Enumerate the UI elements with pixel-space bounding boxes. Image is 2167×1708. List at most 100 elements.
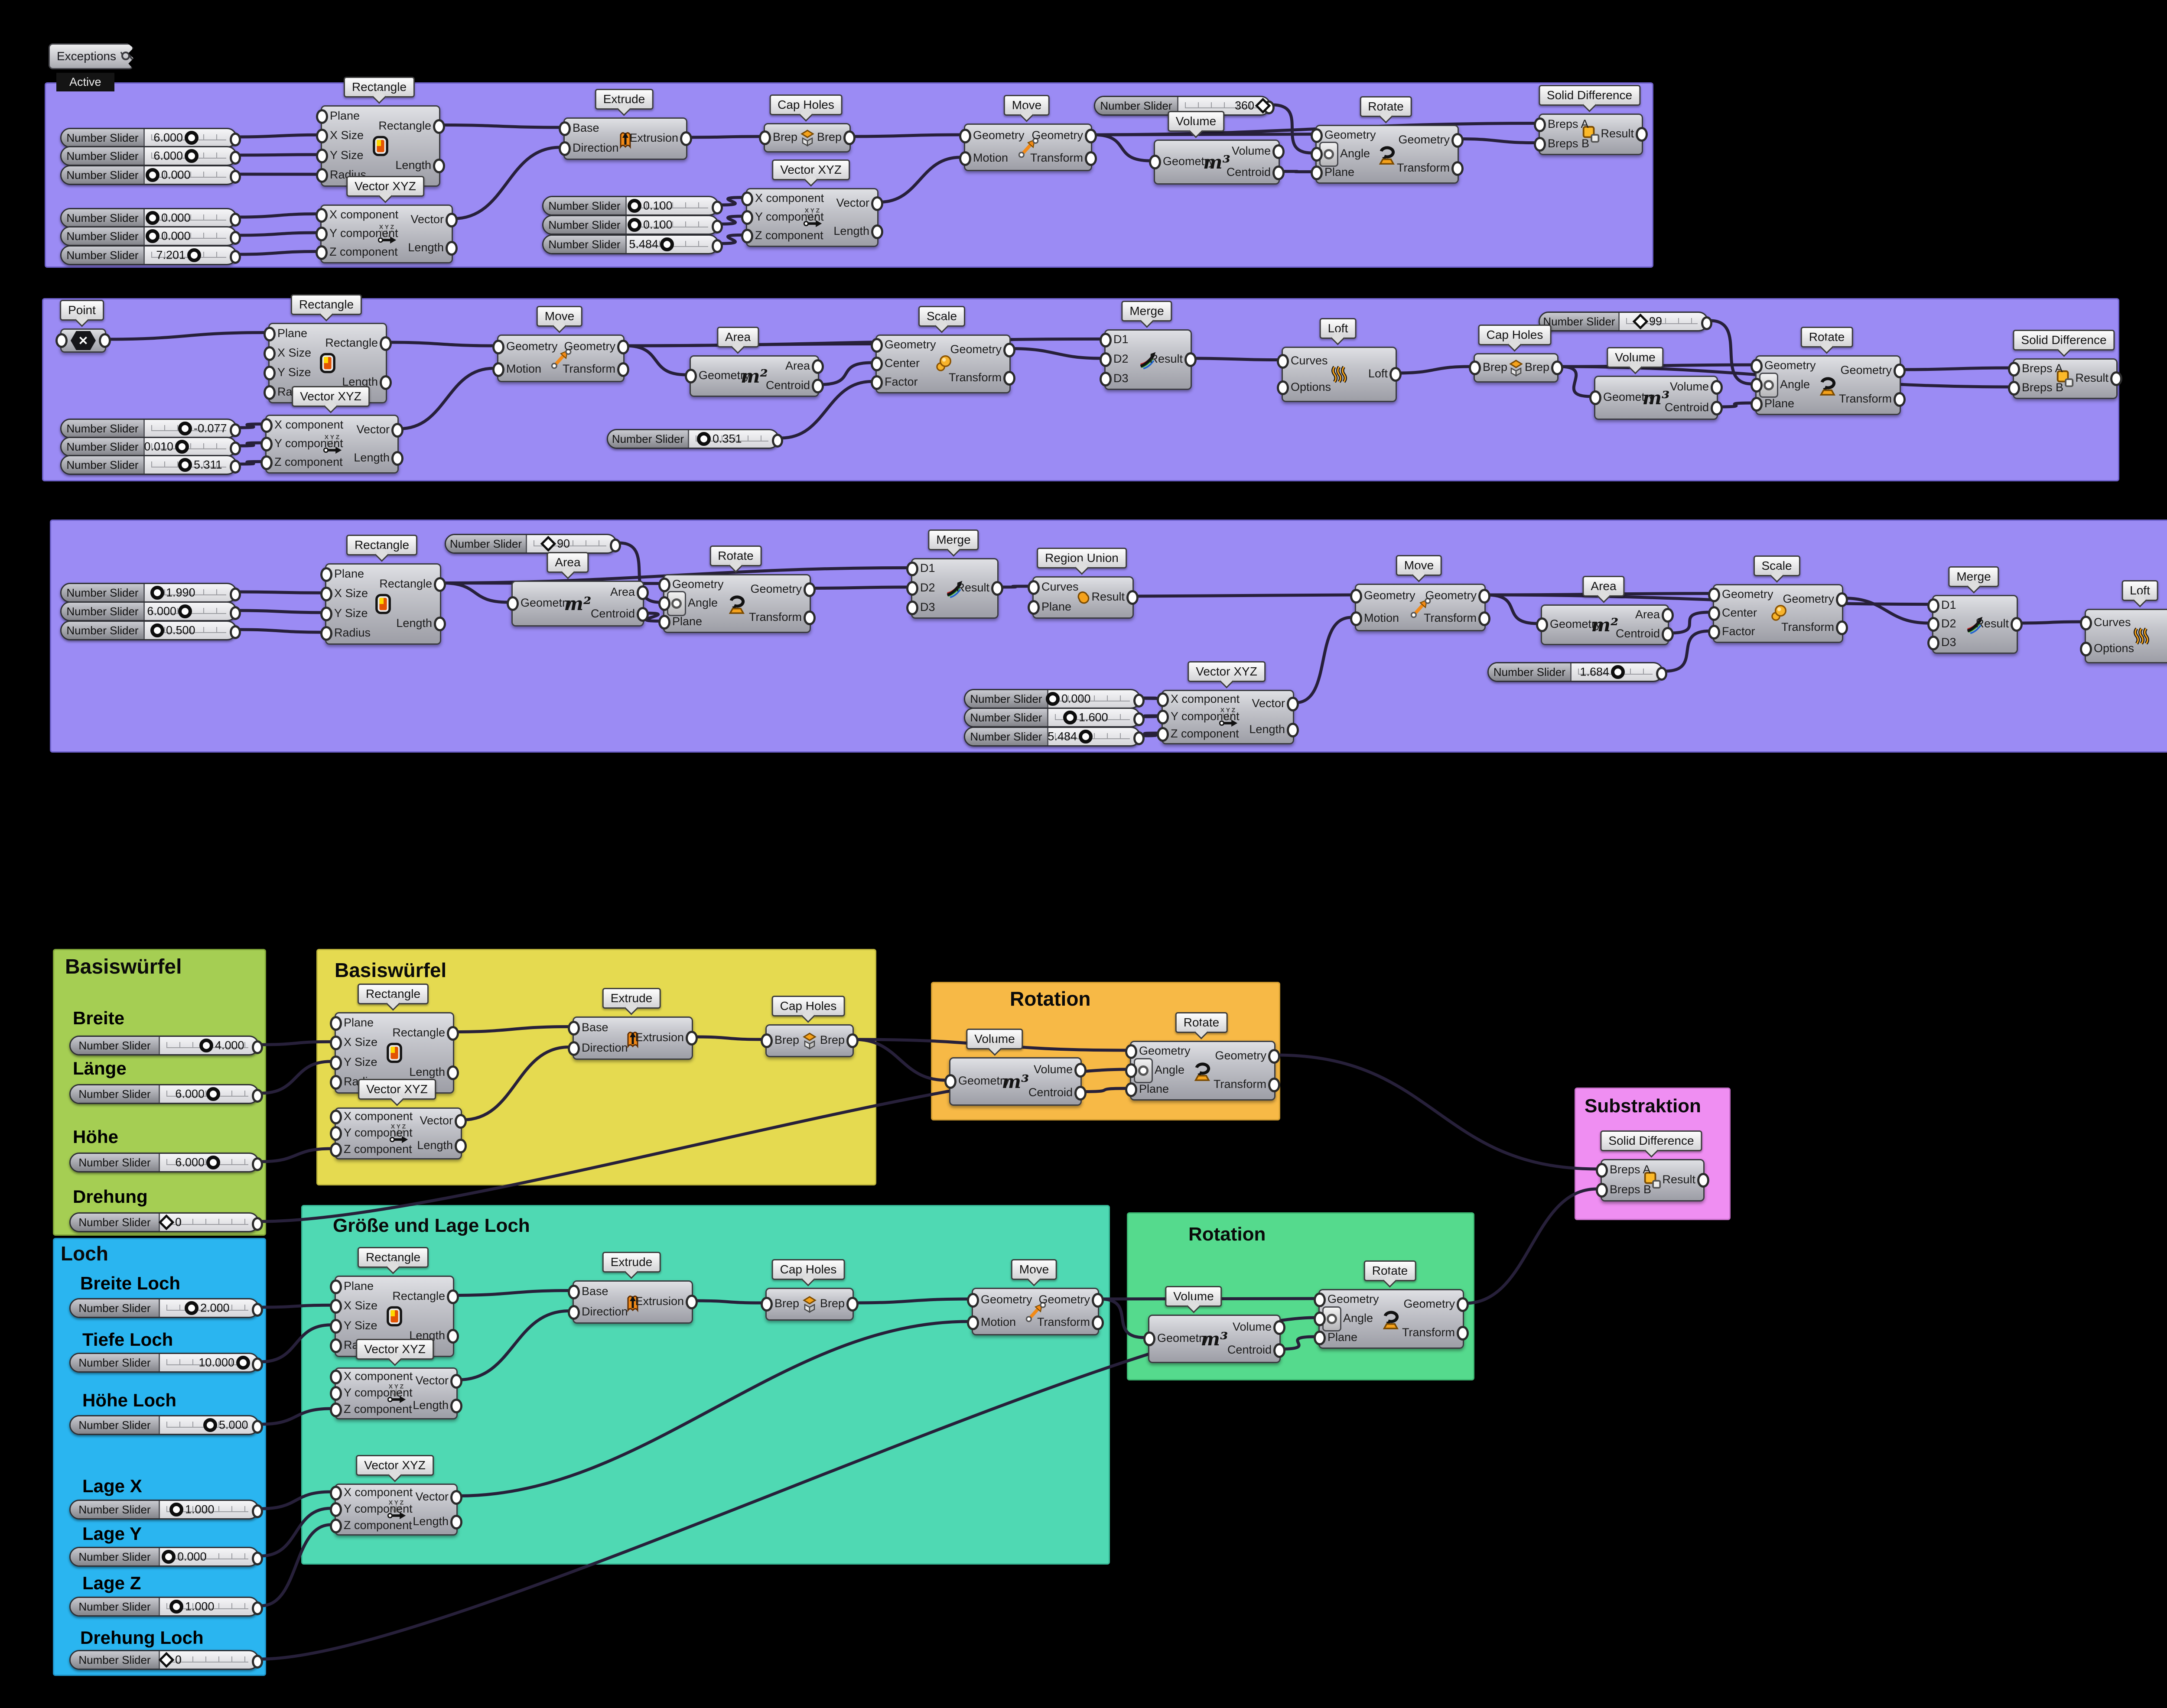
output-port[interactable] [812, 359, 824, 374]
output-port[interactable] [1697, 1173, 1709, 1188]
output-port[interactable] [1074, 1062, 1087, 1078]
input-port[interactable] [1751, 397, 1763, 412]
output-port[interactable] [637, 585, 649, 600]
output-port[interactable] [1478, 611, 1490, 626]
input-port[interactable] [658, 577, 670, 592]
input-port[interactable] [871, 357, 883, 371]
input-port[interactable] [330, 1016, 342, 1031]
input-port[interactable] [1596, 1163, 1608, 1178]
input-port[interactable] [1100, 333, 1112, 348]
input-port[interactable] [330, 1143, 342, 1157]
output-port[interactable] [447, 1065, 459, 1080]
input-port[interactable] [1314, 1331, 1326, 1345]
slider-output-port[interactable] [252, 1089, 263, 1103]
slider-output-port[interactable] [1133, 712, 1145, 726]
input-port[interactable] [1751, 359, 1763, 373]
output-port[interactable] [455, 1114, 467, 1129]
output-port[interactable] [450, 1374, 462, 1389]
output-port[interactable] [450, 1398, 462, 1413]
input-port[interactable] [1927, 617, 1939, 632]
input-port[interactable] [906, 581, 918, 596]
slider-knob-circle[interactable] [185, 131, 198, 145]
output-port[interactable] [1287, 697, 1299, 711]
input-port[interactable] [1125, 1044, 1137, 1059]
output-port[interactable] [434, 616, 446, 631]
output-port[interactable] [1003, 370, 1015, 386]
output-port[interactable] [380, 375, 392, 390]
slider-knob-circle[interactable] [187, 248, 201, 262]
output-port[interactable] [1126, 590, 1139, 605]
input-port[interactable] [559, 141, 571, 156]
output-port[interactable] [686, 1031, 698, 1046]
output-port[interactable] [1662, 608, 1674, 623]
slider-output-port[interactable] [230, 606, 241, 620]
output-port[interactable] [617, 340, 629, 354]
input-port[interactable] [559, 121, 571, 136]
input-port[interactable] [906, 600, 918, 615]
output-port[interactable] [1268, 1049, 1280, 1064]
output-port[interactable] [871, 196, 883, 211]
input-port[interactable] [1125, 1082, 1137, 1097]
output-port[interactable] [680, 131, 692, 146]
input-port[interactable] [1589, 390, 1601, 405]
slider-output-port[interactable] [712, 201, 723, 214]
input-port[interactable] [1751, 378, 1763, 393]
input-port[interactable] [871, 338, 883, 353]
input-port[interactable] [492, 362, 504, 377]
input-port[interactable] [1157, 692, 1169, 707]
output-port[interactable] [1389, 367, 1402, 382]
output-port[interactable] [1085, 151, 1097, 166]
output-port[interactable] [1268, 1078, 1280, 1092]
slider-knob-circle[interactable] [1063, 711, 1077, 724]
input-port[interactable] [330, 1318, 342, 1334]
input-port[interactable] [1708, 625, 1720, 640]
input-port[interactable] [320, 587, 332, 602]
input-port[interactable] [2080, 642, 2092, 656]
output-port[interactable] [433, 119, 445, 134]
output-port[interactable] [1478, 589, 1490, 604]
output-port[interactable] [1092, 1315, 1104, 1330]
input-port[interactable] [1125, 1063, 1137, 1078]
slider-knob-circle[interactable] [169, 1600, 183, 1614]
slider-output-port[interactable] [230, 423, 241, 437]
input-port[interactable] [1534, 117, 1546, 132]
input-port[interactable] [2080, 616, 2092, 630]
input-port[interactable] [906, 562, 918, 577]
slider-knob-circle[interactable] [169, 1503, 183, 1516]
input-port[interactable] [1311, 147, 1323, 162]
output-port[interactable] [447, 1026, 459, 1041]
output-port[interactable] [1662, 627, 1674, 642]
slider-knob-circle[interactable] [150, 586, 164, 600]
input-port[interactable] [568, 1041, 580, 1056]
input-port[interactable] [967, 1293, 979, 1308]
slider-knob-diamond[interactable] [1632, 313, 1649, 330]
slider-knob-circle[interactable] [199, 1039, 213, 1052]
output-port[interactable] [391, 451, 403, 466]
slider-knob-circle[interactable] [203, 1418, 217, 1432]
input-port[interactable] [761, 1033, 773, 1048]
slider-knob-circle[interactable] [146, 211, 159, 225]
